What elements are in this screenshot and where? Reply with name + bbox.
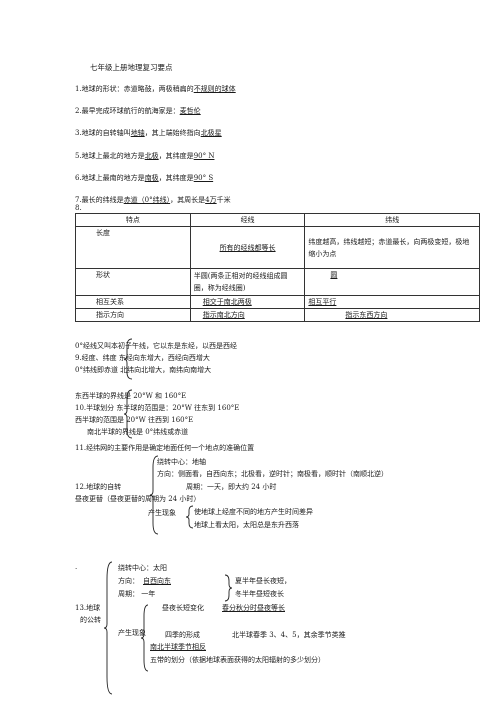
table-cell: 所有的经线都等长	[189, 226, 306, 269]
table-cell: 指示东西方向	[304, 308, 480, 322]
table-row: 长度 所有的经线都等长 纬度越高，纬线越短；赤道最长，向两极变短，极地缩小为点	[75, 226, 480, 269]
hemisphere-seasons-text: 南北半球季节相反	[150, 643, 206, 651]
revolution-label-2: 的公转	[80, 616, 101, 624]
table-cell: 纬度越高，纬线越短；赤道最长，向两极变短，极地缩小为点	[304, 226, 480, 269]
item-7-answer-2: 4万	[205, 196, 217, 204]
item-3: 3.地球的自转轴叫地轴，其上端始终指向北极星	[75, 128, 222, 138]
revolution-direction-value: 自西向东	[143, 577, 171, 585]
brace-12	[150, 455, 159, 535]
section-9-line-2: 9.经度、纬度 东经向东增大，西经向西增大	[75, 354, 210, 362]
table-header-cell: 纬线	[304, 213, 480, 227]
table-row-header: 相互关系	[75, 295, 191, 309]
table-cell-text: 指示东西方向	[345, 311, 388, 319]
item-3-answer-2: 北极星	[200, 129, 222, 137]
table-header-cell: 经线	[189, 213, 306, 227]
rotation-phenomena-label: 产生现象	[148, 509, 176, 517]
item-5-text: 5.地球上最北的地方是	[75, 152, 145, 160]
seasons-note: 北半球春季 3、4、5，其余季节类推	[232, 631, 346, 639]
item-3-answer-1: 地轴	[130, 129, 145, 137]
day-night-alternation: 昼夜更替（昼夜更替的周期为 24 小时）	[75, 495, 201, 503]
equinox-note: 春分秋分时昼夜等长	[222, 603, 285, 613]
table-cell: 半圆(两条正相对的经线组成圆圈，称为经线圈)	[189, 268, 306, 296]
item-6-mid: ，其纬度是	[158, 174, 194, 182]
table-header-row: 特点 经线 纬线	[75, 213, 480, 227]
table-row-header: 形状	[75, 268, 191, 296]
brace-13-phenomena	[141, 604, 149, 672]
item-7-text: 7.最长的纬线是	[75, 196, 124, 204]
brace-12-phenomena	[186, 505, 194, 529]
rotation-period: 周期：一天，即大约 24 小时	[186, 483, 277, 491]
hemisphere-seasons: 南北半球季节相反	[150, 642, 206, 652]
item-7: 7.最长的纬线是赤道（0°纬线），其周长是4万千米	[75, 195, 231, 205]
revolution-direction-label: 方向：	[118, 577, 139, 585]
item-7-post: 千米	[216, 196, 231, 204]
section-9-line-1: 0°经线又叫本初子午线，它以东是东经，以西是西经	[75, 342, 237, 350]
table-row: 指示方向 指示南北方向 指示东西方向	[75, 308, 480, 322]
table-row: 相互关系 相交于南北两极 相互平行	[75, 295, 480, 309]
brace-13	[104, 561, 113, 695]
section-11-line-1: 11.经纬网的主要作用是确定地面任何一个地点的准确位置	[75, 444, 255, 452]
rotation-phenomenon-1: 使地球上经度不同的地方产生时间差异	[194, 508, 313, 516]
equinox-note-text: 春分秋分时昼夜等长	[222, 604, 285, 612]
table-cell-text: 圆	[330, 271, 338, 279]
revolution-period: 周期： 一年	[118, 590, 156, 598]
item-6-answer-2: 90° S	[193, 174, 214, 182]
table-cell-text: 所有的经线都等长	[219, 243, 276, 252]
item-8-label: 8.	[75, 204, 82, 212]
section-13-dot: .	[75, 563, 78, 571]
item-6-text: 6.地球上最南的地方是	[75, 174, 145, 182]
section-10-line-3: 西半球的范围是 20°W 往西到 160°E	[75, 416, 194, 424]
rotation-label: 12.地球的自转	[75, 483, 122, 491]
revolution-phenomena-label: 产生现象	[118, 629, 146, 637]
item-5-mid: ，其纬度是	[158, 152, 194, 160]
item-2-text: 2.最早完成环球航行的航海家是：	[75, 107, 180, 115]
rotation-direction: 方向：侧面看，自西向东；北极看，逆时针；南极看，顺时针（南顺北逆）	[157, 470, 388, 478]
section-10-line-4: 南北半球的界线是 0°纬线或赤道	[87, 428, 189, 436]
section-10-line-2: 10.半球划分 东半球的范围是：20°W 往东到 160°E	[75, 404, 240, 412]
rotation-phenomenon-2: 地球上看太阳，太阳总是东升西落	[194, 521, 299, 529]
day-length-change: 昼夜长短变化	[162, 604, 204, 612]
table-cell: 圆	[304, 268, 480, 296]
item-6: 6.地球上最南的地方是南极，其纬度是90° S	[75, 173, 213, 183]
section-9-line-3: 0°纬线即赤道 北纬向北增大，南纬向南增大	[75, 366, 212, 374]
table-cell: 相交于南北两极	[189, 295, 306, 309]
table-header-cell: 特点	[75, 213, 191, 227]
page-title: 七年级上册地理复习要点	[90, 63, 173, 72]
table-row-header: 长度	[75, 226, 191, 269]
brace-9	[124, 338, 133, 380]
item-6-answer-1: 南极	[144, 174, 159, 182]
revolution-label: 13.地球	[75, 604, 101, 612]
meridian-parallel-table: 特点 经线 纬线 长度 所有的经线都等长 纬度越高，纬线越短；赤道最长，向两极变…	[75, 213, 480, 322]
item-3-mid: ，其上端始终指向	[144, 129, 201, 137]
table-cell: 指示南北方向	[189, 308, 306, 322]
item-1: 1.地球的形状：赤道略鼓，两极稍扁的不规则的球体	[75, 84, 236, 94]
item-1-answer: 不规则的球体	[193, 85, 236, 93]
table-cell: 相互平行	[304, 295, 480, 309]
revolution-direction: 方向： 自西向东	[118, 576, 171, 586]
item-5: 5.地球上最北的地方是北极，其纬度是90° N	[75, 151, 214, 161]
table-cell-text: 相互平行	[308, 298, 337, 306]
rotation-center: 绕转中心：地轴	[157, 458, 206, 466]
five-zones: 五带的划分（依据地球表面获得的太阳辐射的多少划分）	[150, 656, 325, 664]
item-1-text: 1.地球的形状：赤道略鼓，两极稍扁的	[75, 85, 194, 93]
table-cell-text: 指示南北方向	[202, 311, 245, 319]
item-2-answer: 麦哲伦	[179, 107, 201, 115]
table-cell-text: 相交于南北两极	[202, 298, 252, 306]
item-3-text: 3.地球的自转轴叫	[75, 129, 131, 137]
item-5-answer-1: 北极	[144, 152, 159, 160]
item-2: 2.最早完成环球航行的航海家是：麦哲伦	[75, 106, 201, 116]
summer-half-year: 夏半年昼长夜短，	[235, 577, 291, 585]
item-7-answer-1: 赤道（0°纬线）	[123, 196, 171, 204]
revolution-center: 绕转中心：太阳	[118, 564, 167, 572]
section-10-line-1: 东西半球的界线是 20°W 和 160°E	[75, 392, 187, 400]
brace-13-seasons	[224, 574, 232, 602]
table-row-header: 指示方向	[75, 308, 191, 322]
table-row: 形状 半圆(两条正相对的经线组成圆圈，称为经线圈) 圆	[75, 268, 480, 296]
item-7-mid: ，其周长是	[170, 196, 206, 204]
brace-10	[124, 389, 133, 439]
winter-half-year: 冬半年昼短夜长	[235, 590, 284, 598]
item-5-answer-2: 90° N	[193, 152, 215, 160]
seasons-formation: 四季的形成	[165, 631, 200, 639]
